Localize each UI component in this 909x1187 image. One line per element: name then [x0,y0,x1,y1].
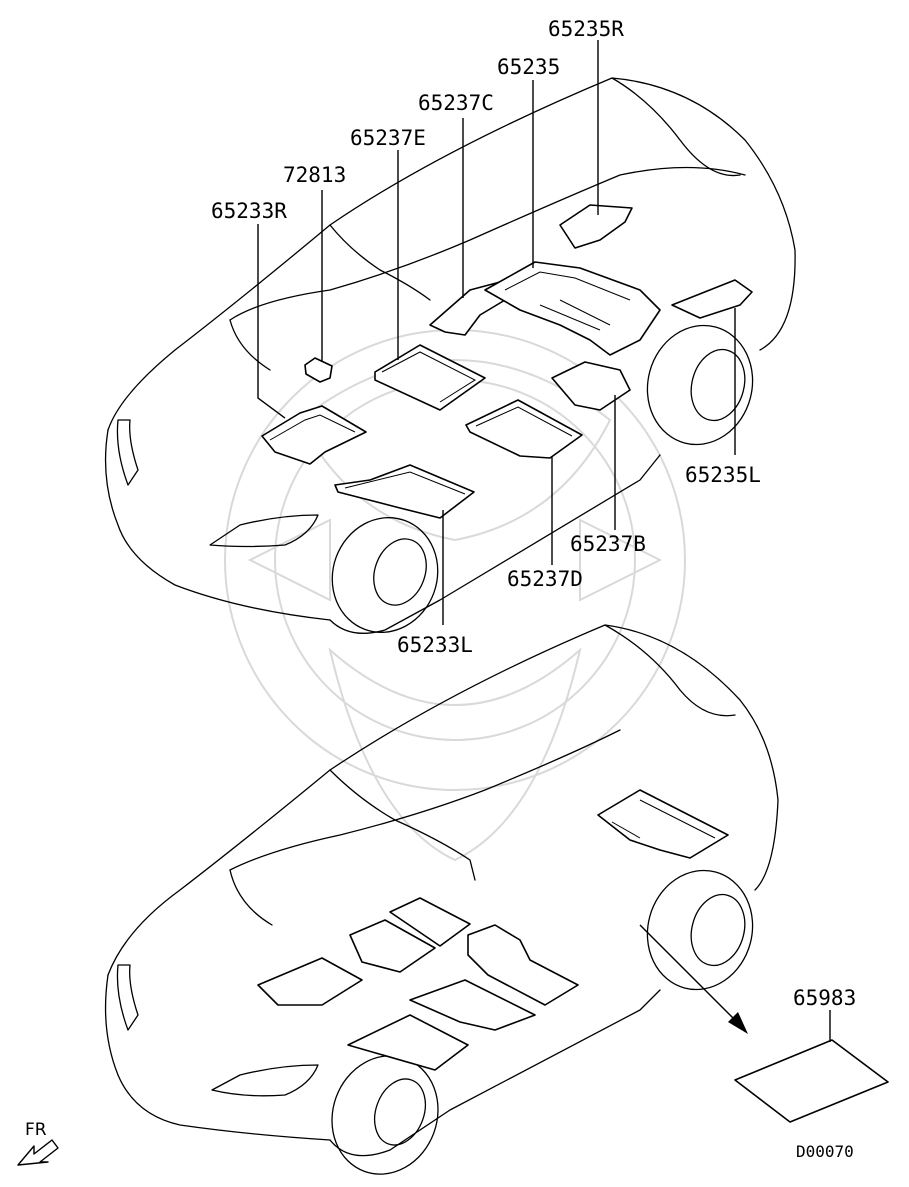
upper-floor-parts [261,204,753,519]
part-65237C [429,281,506,336]
front-direction-label: FR [25,1120,47,1140]
diagram-code: D00070 [796,1142,854,1161]
front-direction-arrow-icon [17,1139,59,1166]
part-65235 [484,261,661,356]
part-65237E [374,344,486,411]
mat-rear-left [409,979,536,1031]
callout-65983: 65983 [793,986,856,1010]
mat-tunnel [467,924,579,1006]
part-65983 [734,1039,889,1123]
part-72813 [304,357,333,383]
lower-floor-mats [257,789,729,1071]
callout-65237D: 65237D [507,567,583,591]
part-65237D [465,399,583,459]
mat-front-center [389,897,471,947]
callout-65233L: 65233L [397,633,473,657]
detail-arrow [639,924,748,1034]
callout-72813: 72813 [283,163,346,187]
part-65235R [559,204,633,249]
upper-leader-lines [257,40,736,625]
mat-front-right [257,957,363,1006]
mat-front-left [347,1014,469,1071]
part-65237B [551,361,631,411]
callout-65237C: 65237C [418,91,494,115]
callout-65235R: 65235R [548,17,624,41]
callout-65235: 65235 [497,55,560,79]
callout-65235L: 65235L [685,463,761,487]
callout-65233R: 65233R [211,199,287,223]
upper-vehicle-outline [104,77,796,634]
watermark-emblem [224,329,686,862]
part-65235L [671,279,753,319]
part-65233R [261,405,367,465]
lower-vehicle-outline [104,624,779,1175]
callout-65237E: 65237E [350,126,426,150]
mat-rear [597,789,729,859]
mat-front-right-2 [349,919,436,973]
callout-65237B: 65237B [570,532,646,556]
part-65233L [334,464,475,519]
